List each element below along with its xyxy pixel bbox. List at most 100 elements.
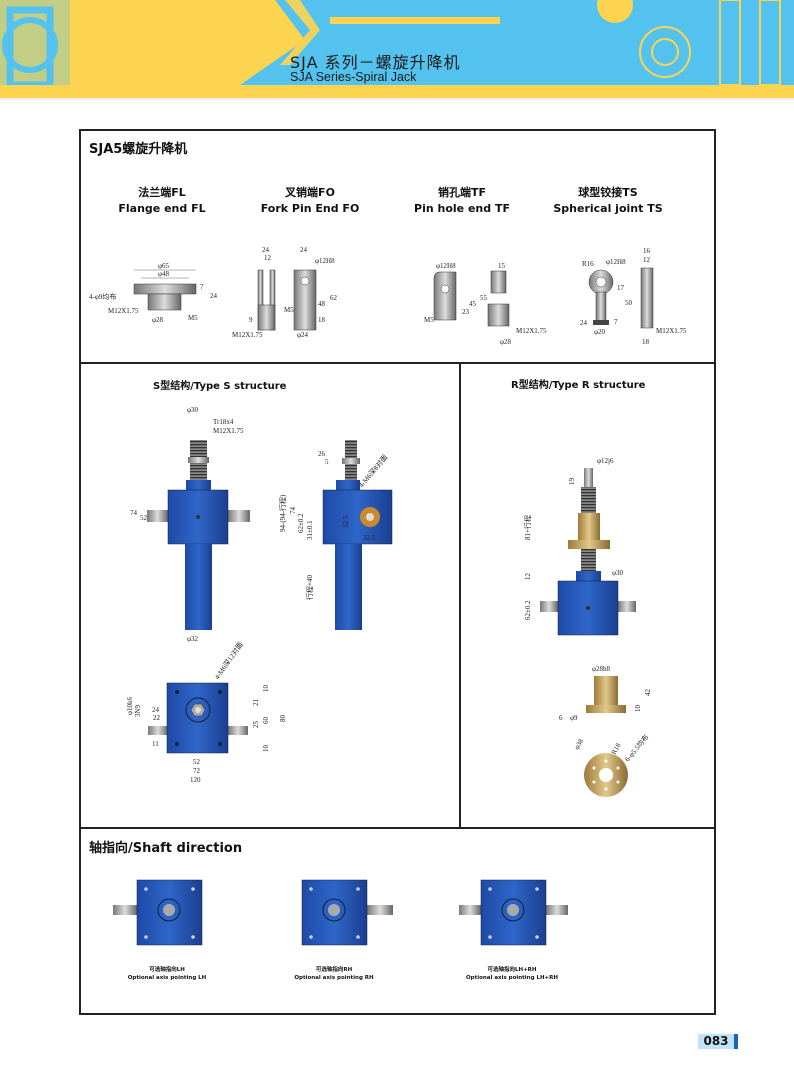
dim-label: 62±0.2 [297,513,305,533]
type-s-side-view: 26 5 4-M6深8对面 94-(94-行程) 74 62±0.2 31±0.… [278,440,393,630]
dim-label: φ12H8 [436,262,456,270]
dim-label: M12X1.75 [656,327,687,335]
dim-label: 22 [153,714,161,722]
dim-label: 21 [252,699,260,707]
dim-label: 48 [318,300,326,308]
page-number: 083 [698,1034,734,1049]
dim-label: 7 [614,318,618,326]
dim-label: 9 [249,316,253,324]
dim-label: 42 [644,689,652,697]
caption-en: Optional axis pointing LH+RH [465,975,559,981]
dim-label: 24 [300,246,308,254]
dim-label: 74 [130,509,138,517]
dim-label: 4-M6深8对面 [357,453,390,489]
dim-label: 60 [262,717,270,725]
dim-label: 45 [469,300,477,308]
accessory-en: Spherical joint TS [553,202,663,215]
dim-label: 10 [262,685,270,693]
dim-label: Tr18x4 [213,418,234,426]
dim-label: 24 [152,706,160,714]
dim-label: 74 [289,507,297,515]
dim-label: 6 [559,714,563,722]
dim-label: M12X1.75 [516,327,547,335]
type-s-title: S型结构/Type S structure [153,381,287,392]
caption-cn: 可选轴指向LH+RH [487,967,537,973]
type-s-bottom-view: 4-M6深12对面 φ10k6 3N9 24 22 11 10 21 25 60… [126,640,287,784]
caption-en: Optional axis pointing LH [127,975,207,981]
dim-label: 25 [252,721,260,729]
shaft-caption-lh: 可选轴指向LH Optional axis pointing LH [92,966,242,982]
divider-bottom [79,827,714,829]
dim-label: 62 [330,294,338,302]
dim-label: 12 [524,573,532,581]
dim-label: 10 [262,745,270,753]
dim-label: 80 [279,715,287,723]
dim-label: φ28 [500,338,512,346]
dim-label: 4-M6深12对面 [212,640,244,681]
dim-label: φ12H8 [606,258,626,266]
dim-label: 7 [200,283,204,291]
dim-label: 52 [193,758,201,766]
dim-label: 12 [643,256,651,264]
dim-label: 18 [318,316,326,324]
dim-label: M5 [424,316,434,324]
dim-label: M12X1.75 [108,307,139,315]
type-r-view: φ12j6 19 81+行程 12 φ30 62±0.2 φ28h8 42 10… [523,457,652,797]
dim-label: φ28h8 [592,665,611,673]
pin-hole-end-drawing: φ12H8 15 55 45 23 M5 M12X1.75 φ28 [424,262,547,346]
dim-label: 18 [642,338,650,346]
dim-label: 行程+40 [305,575,314,600]
dim-label: 6-φ5.5均布 [623,733,651,764]
dim-label: φ38 [573,737,586,751]
dim-label: 32.5 [363,534,376,542]
dim-label: 24 [262,246,270,254]
dim-label: φ65 [158,262,170,270]
accessory-cn: 球型铰接TS [578,186,638,199]
divider-vertical [459,363,461,828]
dim-label: 24 [580,319,588,327]
accessory-title-fo: 叉销端FO Fork Pin End FO [235,185,385,217]
accessory-cn: 叉销端FO [285,186,335,199]
dim-label: 62±0.2 [524,600,532,620]
caption-cn: 可选轴指向LH [149,967,185,973]
dim-label: 4-φ9均布 [89,292,116,301]
shaft-direction-title: 轴指向/Shaft direction [89,841,243,856]
shaft-option-rh [301,879,393,946]
accessory-cn: 销孔端TF [437,186,487,199]
accessory-title-ts: 球型铰接TS Spherical joint TS [533,185,683,217]
dim-label: 5 [325,458,329,466]
flange-end-drawing: φ65 φ48 4-φ9均布 M12X1.75 φ28 M5 24 7 [89,262,218,324]
dim-label: 72 [193,767,201,775]
dim-label: 31±0.1 [306,520,314,540]
dim-label: φ12j6 [597,457,614,465]
accessory-en: Pin hole end TF [414,202,510,215]
dim-label: 120 [190,776,201,784]
dim-label: M5 [188,314,198,322]
dim-label: φ24 [297,331,309,339]
dim-label: 24 [210,292,218,300]
dim-label: 10 [634,705,642,713]
dim-label: 3N9 [134,704,142,717]
accessory-en: Fork Pin End FO [260,202,360,215]
dim-label: 15 [498,262,506,270]
dim-label: 26 [318,450,326,458]
shaft-caption-lh-rh: 可选轴指向LH+RH Optional axis pointing LH+RH [437,966,587,982]
dim-label: R18 [610,741,623,756]
caption-en: Optional axis pointing RH [294,975,374,981]
shaft-option-lh [113,879,203,946]
dim-label: 11 [152,740,159,748]
type-r-title: R型结构/Type R structure [511,380,646,391]
dim-label: 50 [625,299,633,307]
dim-label: φ32 [187,635,199,643]
dim-label: 81+行程 [523,515,532,540]
accessory-en: Flange end FL [118,202,206,215]
dim-label: 12 [264,254,272,262]
dim-label: M12X1.75 [232,331,263,339]
shaft-option-lh-rh [459,879,568,946]
dim-label: 17 [617,284,625,292]
dim-label: φ20 [594,328,606,336]
page-number-accent [734,1034,738,1049]
